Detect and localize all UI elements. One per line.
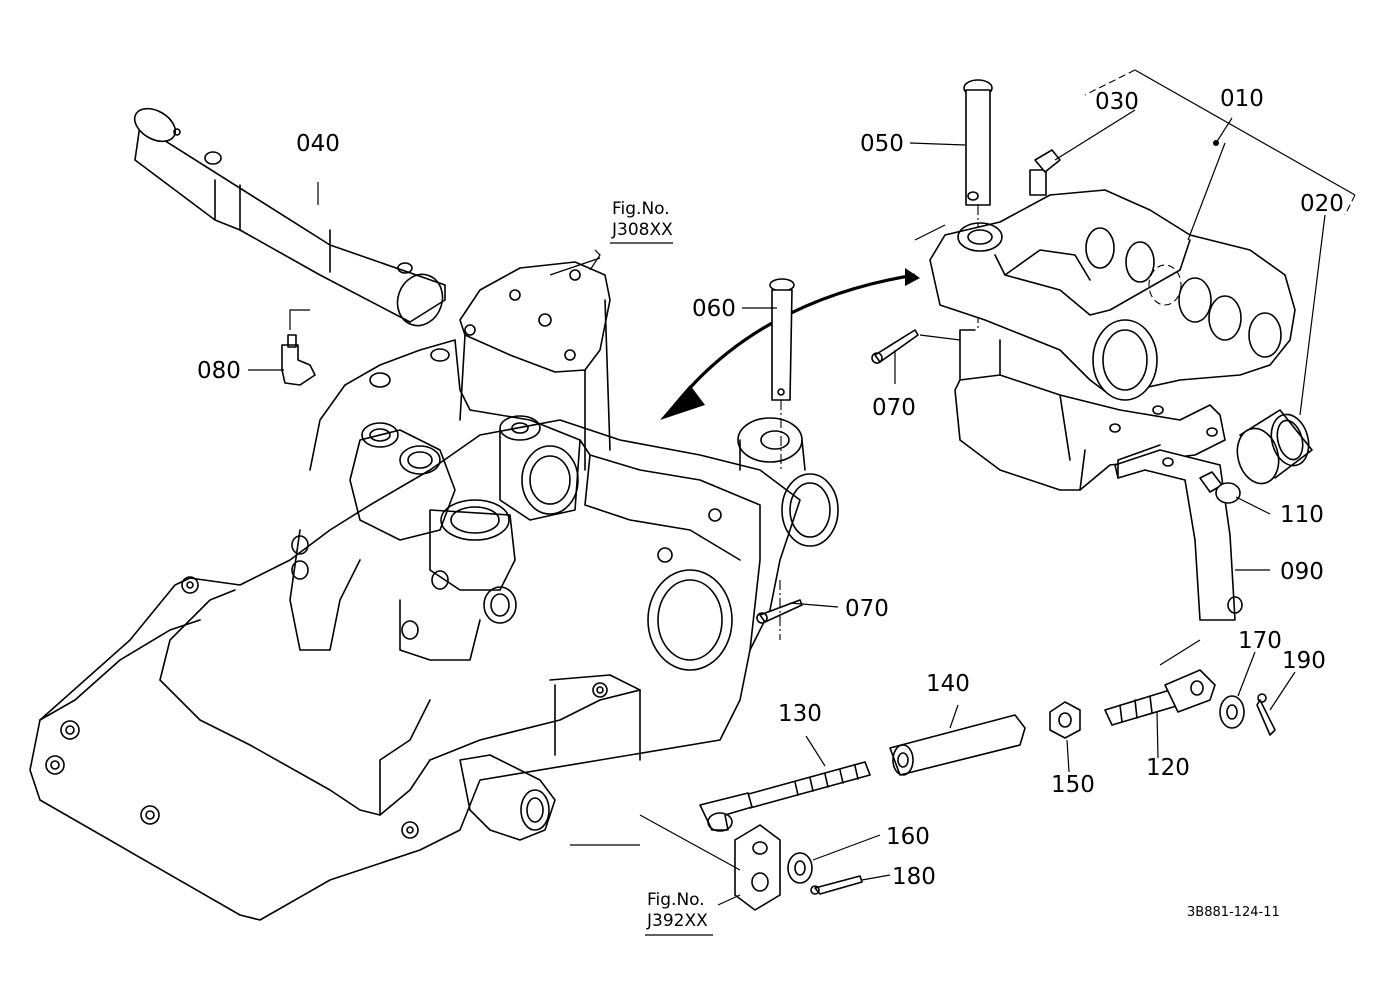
pin-060 [769,278,795,470]
elbow-fitting [281,309,316,386]
figure-ref-lower-line1: Fig.No. [647,890,705,910]
drawing-code: 3B881-124-11 [1187,905,1280,920]
bolt-110 [1199,471,1241,504]
part-label-070-lower: 070 [845,596,889,622]
figure-ref-upper-line2: J308XX [612,220,673,241]
part-label-030: 030 [1095,89,1139,115]
upper-valve-section [289,261,611,661]
figure-ref-lower-line2: J392XX [647,911,708,932]
part-label-040: 040 [296,131,340,157]
pin-050 [963,79,993,330]
leader-lines [248,109,1326,936]
lever-shaft [133,107,446,327]
part-label-070-upper: 070 [872,395,916,421]
washer-170 [1219,695,1245,729]
part-label-060: 060 [692,296,736,322]
figure-ref-lower: Fig.No. J392XX [647,890,708,933]
split-pin-lower [756,580,803,640]
part-label-180: 180 [892,864,936,890]
bracket [1114,444,1243,621]
link-plate [734,824,781,911]
rod-end-120 [1104,669,1216,726]
rod-130 [699,761,871,832]
split-pin-180 [810,875,863,895]
bushing [1236,409,1313,485]
turnbuckle-140 [889,714,1026,776]
split-pin-upper [871,329,919,364]
part-label-130: 130 [778,701,822,727]
part-label-170: 170 [1238,628,1282,654]
lift-arm-assembly [929,189,1296,491]
valve-housing-body [29,417,839,921]
part-label-120: 120 [1146,755,1190,781]
part-label-190: 190 [1282,648,1326,674]
split-pin-190 [1256,693,1276,736]
part-label-160: 160 [886,824,930,850]
part-label-080: 080 [197,358,241,384]
part-label-050: 050 [860,131,904,157]
part-label-140: 140 [926,671,970,697]
part-label-110: 110 [1280,502,1324,528]
part-label-150: 150 [1051,772,1095,798]
part-label-020: 020 [1300,191,1344,217]
part-label-090: 090 [1280,559,1324,585]
washer-160 [787,852,813,884]
lock-nut-150 [1049,701,1081,739]
part-label-010: 010 [1220,86,1264,112]
figure-ref-upper: Fig.No. J308XX [612,199,673,242]
phantom-lines [549,69,1356,871]
figure-ref-upper-line1: Fig.No. [612,199,670,219]
